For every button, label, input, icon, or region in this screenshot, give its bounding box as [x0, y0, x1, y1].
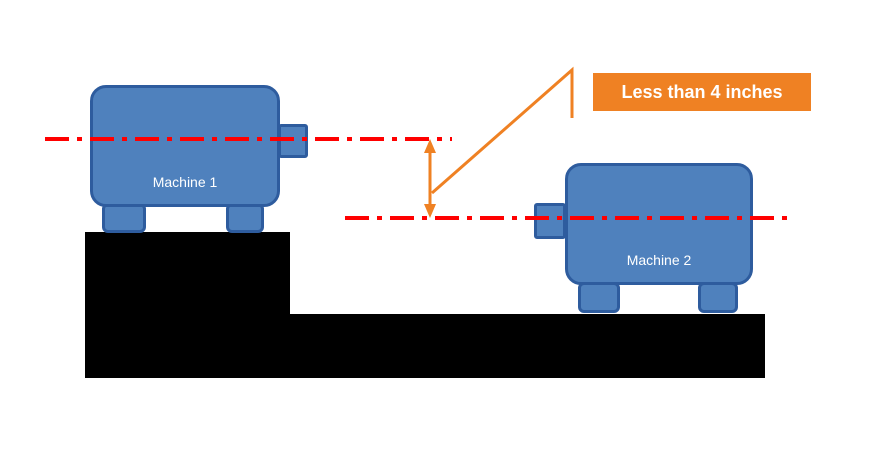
gap-arrow-head-down	[424, 204, 436, 218]
machine2-foot-right	[698, 282, 738, 313]
gap-arrow-head-up	[424, 139, 436, 153]
callout-box: Less than 4 inches	[593, 73, 811, 111]
machine1-label: Machine 1	[152, 174, 218, 190]
callout-leader-line	[431, 66, 574, 195]
machine1-foot-right	[226, 203, 264, 233]
base-platform	[288, 314, 765, 378]
machine2-body: Machine 2	[565, 163, 753, 285]
machine2-shaft	[534, 203, 566, 239]
machine2-label: Machine 2	[626, 252, 692, 268]
machine1-shaft	[278, 124, 308, 158]
machine2-foot-left	[578, 282, 620, 313]
callout-label: Less than 4 inches	[621, 81, 783, 102]
machine1-pedestal	[85, 232, 290, 378]
machine1-body: Machine 1	[90, 85, 280, 207]
machine1-foot-left	[102, 203, 146, 233]
